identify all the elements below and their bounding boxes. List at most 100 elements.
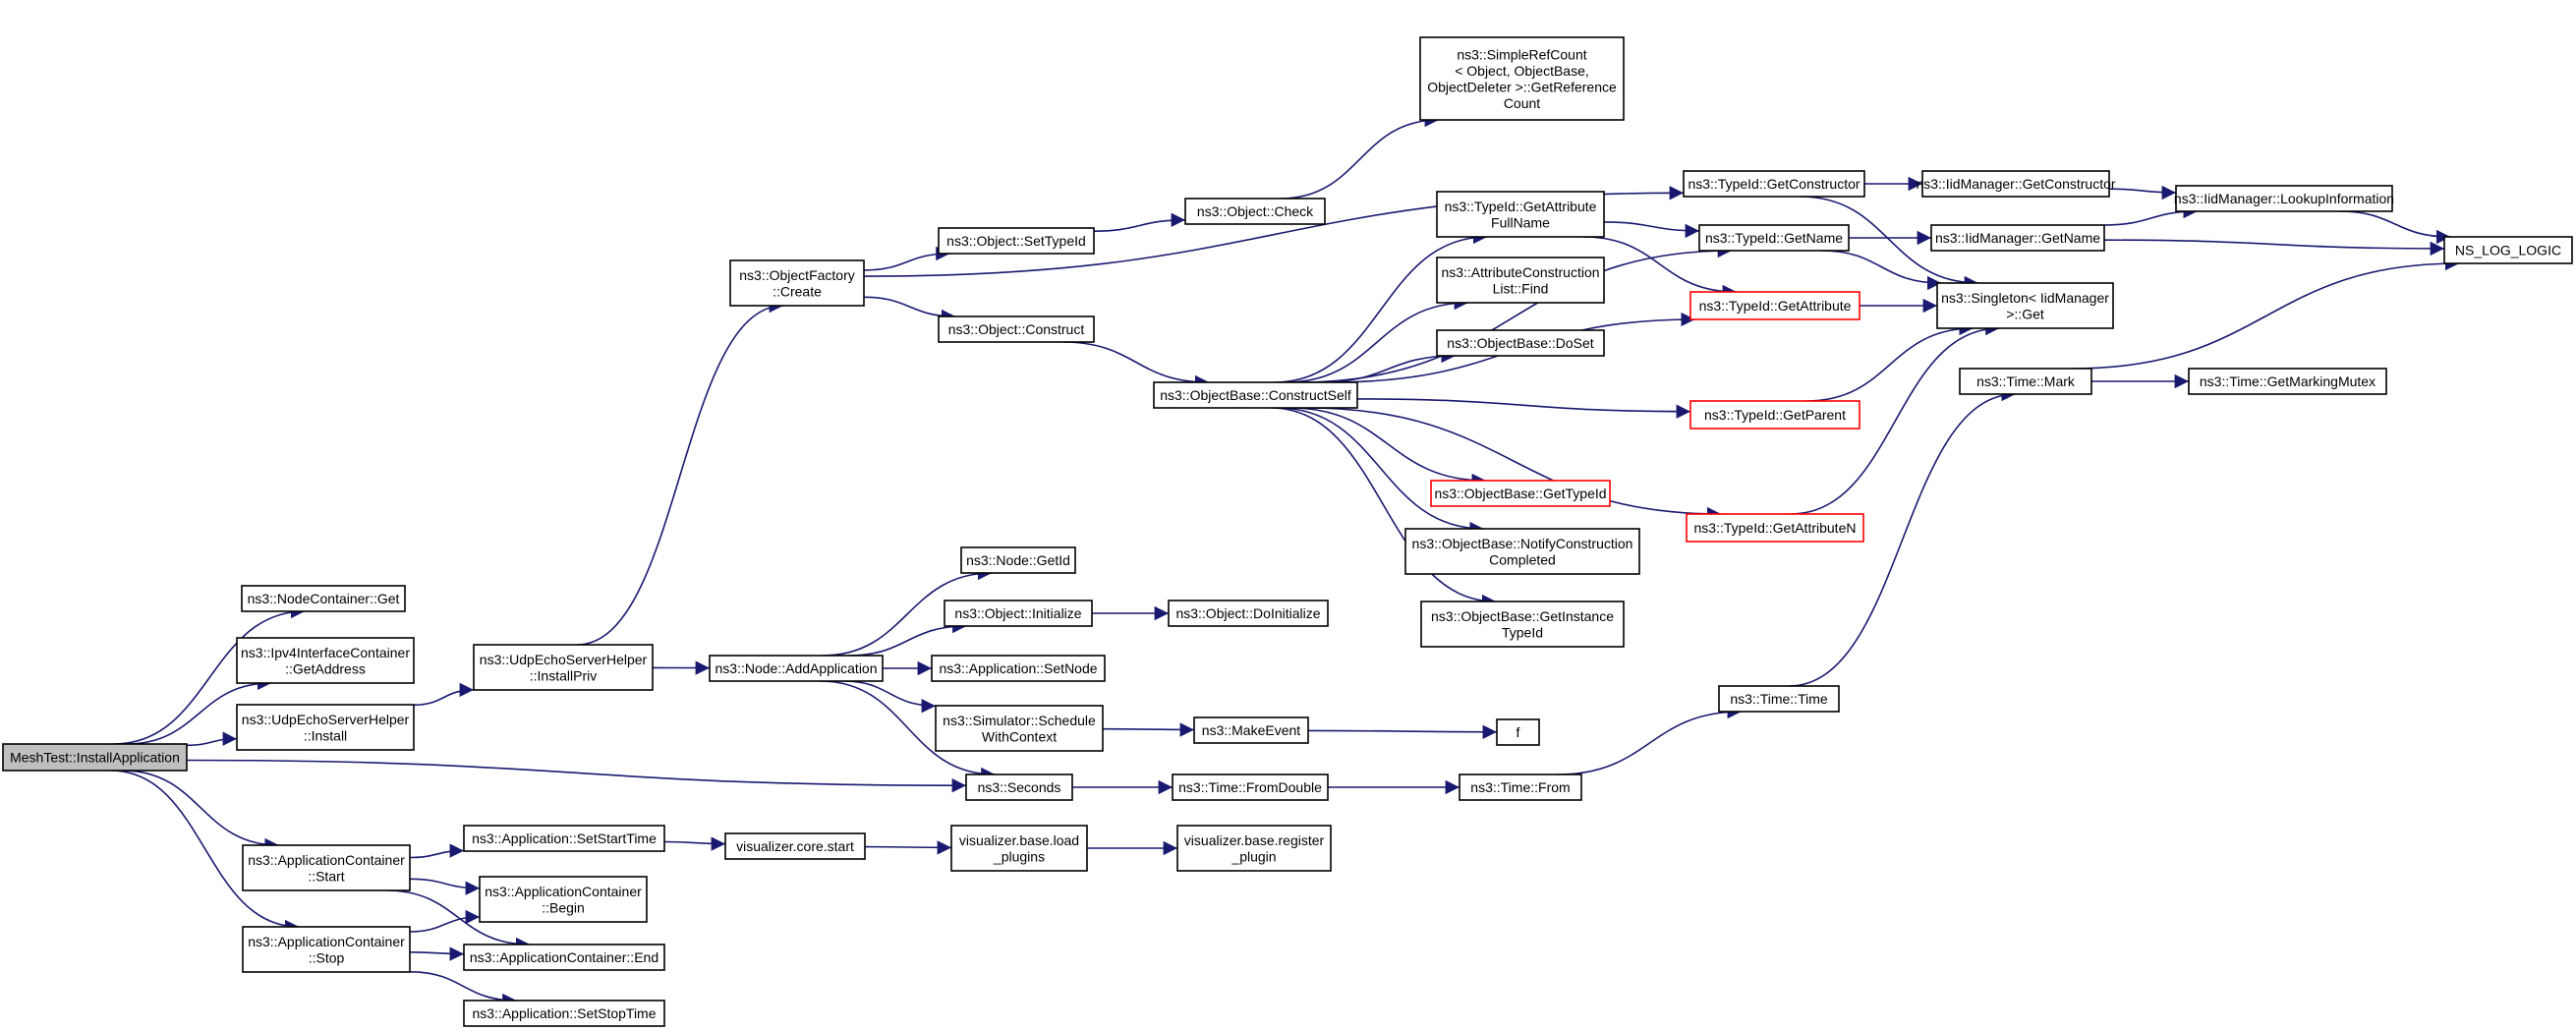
node-label: ns3::ObjectFactory — [739, 267, 855, 283]
node-label: ns3::Object::SetTypeId — [946, 233, 1086, 249]
edge-objectbase_constructself-to-typeid_getparent — [1356, 398, 1691, 419]
node-udpecho-install[interactable]: ns3::UdpEchoServerHelper::Install — [236, 704, 415, 751]
nodes: MeshTest::InstallApplication ns3::NodeCon… — [2, 36, 2573, 1027]
edge-root-to-seconds — [186, 759, 967, 793]
node-iidmanager-getconstructor[interactable]: ns3::IidManager::GetConstructor — [1916, 170, 2116, 198]
node-box — [1930, 224, 2105, 252]
node-label: ns3::MakeEvent — [1202, 722, 1300, 738]
node-iidmanager-getname[interactable]: ns3::IidManager::GetName — [1930, 224, 2105, 252]
node-nodecontainer-get[interactable]: ns3::NodeContainer::Get — [241, 585, 406, 612]
node-box — [1193, 716, 1309, 744]
node-box — [2175, 185, 2393, 212]
node-app-setstoptime[interactable]: ns3::Application::SetStopTime — [463, 1000, 665, 1027]
node-typeid-getattributen[interactable]: ns3::TypeId::GetAttributeN — [1686, 513, 1864, 543]
node-time-from[interactable]: ns3::Time::From — [1459, 773, 1582, 801]
node-appcontainer-stop[interactable]: ns3::ApplicationContainer::Stop — [242, 926, 411, 973]
node-objectbase-doset[interactable]: ns3::ObjectBase::DoSet — [1436, 329, 1605, 357]
node-root[interactable]: MeshTest::InstallApplication — [2, 743, 188, 772]
node-objectbase-notify[interactable]: ns3::ObjectBase::NotifyConstructionCompl… — [1404, 528, 1640, 575]
node-iidmanager-lookup[interactable]: ns3::IidManager::LookupInformation — [2174, 185, 2394, 212]
node-box — [1683, 170, 1865, 198]
node-appcontainer-end[interactable]: ns3::ApplicationContainer::End — [463, 944, 665, 971]
node-box — [1496, 718, 1540, 746]
node-box — [236, 637, 415, 684]
node-node-addapplication[interactable]: ns3::Node::AddApplication — [709, 655, 884, 682]
node-box — [1419, 36, 1625, 121]
node-label: ns3::ApplicationContainer — [248, 852, 405, 868]
node-ns-log-logic[interactable]: NS_LOG_LOGIC — [2443, 236, 2573, 264]
node-ipv4-getaddress[interactable]: ns3::Ipv4InterfaceContainer::GetAddress — [236, 637, 415, 684]
node-object-construct[interactable]: ns3::Object::Construct — [938, 315, 1095, 343]
node-time-getmarkingmutex[interactable]: ns3::Time::GetMarkingMutex — [2188, 368, 2387, 395]
edge-appcontainer_stop-to-appcontainer_begin — [409, 909, 481, 933]
node-box — [965, 773, 1073, 801]
node-box — [931, 655, 1106, 682]
edge-objectbase_constructself-to-objectbase_notify — [1277, 407, 1484, 537]
node-label: ns3::Object::Check — [1197, 203, 1314, 219]
node-label: ns3::TypeId::GetAttribute — [1445, 199, 1597, 214]
node-label: ns3::IidManager::GetName — [1935, 230, 2100, 246]
node-box — [1959, 368, 2092, 395]
node-box — [242, 926, 411, 973]
edge-time_mark-to-ns_log_logic — [2072, 256, 2460, 370]
node-time-time[interactable]: ns3::Time::Time — [1718, 685, 1840, 713]
node-seconds[interactable]: ns3::Seconds — [965, 773, 1073, 801]
node-label: ns3::Application::SetStopTime — [472, 1005, 656, 1021]
node-application-setnode[interactable]: ns3::Application::SetNode — [931, 655, 1106, 682]
node-label: ::Stop — [309, 949, 345, 965]
node-box — [938, 227, 1095, 255]
node-time-fromdouble[interactable]: ns3::Time::FromDouble — [1172, 773, 1329, 801]
node-box — [473, 644, 654, 691]
node-makeevent[interactable]: ns3::MakeEvent — [1193, 716, 1309, 744]
node-singleton-get[interactable]: ns3::Singleton< IidManager>::Get — [1936, 282, 2114, 329]
node-node-getid[interactable]: ns3::Node::GetId — [960, 546, 1076, 574]
node-box — [1153, 381, 1358, 409]
node-label: ns3::Time::FromDouble — [1178, 779, 1322, 795]
node-f[interactable]: f — [1496, 718, 1540, 746]
node-appcontainer-start[interactable]: ns3::ApplicationContainer::Start — [242, 844, 411, 891]
node-box — [960, 546, 1076, 574]
node-box — [479, 876, 648, 923]
node-label: ns3::Node::AddApplication — [716, 660, 878, 676]
node-typeid-getparent[interactable]: ns3::TypeId::GetParent — [1689, 400, 1860, 430]
node-label: ns3::Time::Time — [1730, 691, 1828, 707]
node-object-check[interactable]: ns3::Object::Check — [1184, 198, 1326, 225]
edge-objectbase_constructself-to-typeid_getattributen — [1305, 407, 1722, 522]
node-objectbase-constructself[interactable]: ns3::ObjectBase::ConstructSelf — [1153, 381, 1358, 409]
node-typeid-getattribute[interactable]: ns3::TypeId::GetAttribute — [1689, 291, 1860, 320]
edge-iidmanager_getname-to-ns_log_logic — [2103, 239, 2445, 257]
node-label: ns3::TypeId::GetName — [1705, 230, 1843, 246]
node-box — [463, 825, 665, 852]
node-object-settypeid[interactable]: ns3::Object::SetTypeId — [938, 227, 1095, 255]
node-object-initialize[interactable]: ns3::Object::Initialize — [944, 600, 1093, 627]
node-label: ns3::Simulator::Schedule — [943, 713, 1096, 728]
node-box — [1404, 528, 1640, 575]
edge-typeid_getattributen-to-singleton_get — [1790, 320, 2000, 515]
node-time-mark[interactable]: ns3::Time::Mark — [1959, 368, 2092, 395]
node-viz-base-load[interactable]: visualizer.base.load_plugins — [950, 825, 1088, 872]
node-box — [935, 705, 1104, 752]
node-label: ns3::UdpEchoServerHelper — [480, 652, 648, 667]
node-box — [729, 259, 865, 307]
node-app-setstarttime[interactable]: ns3::Application::SetStartTime — [463, 825, 665, 852]
node-objectbase-gettypeid[interactable]: ns3::ObjectBase::GetTypeId — [1430, 480, 1611, 507]
edge-udpecho_installpriv-to-objfactory_create — [576, 298, 784, 646]
node-label: f — [1517, 724, 1520, 740]
node-typeid-getconstructor[interactable]: ns3::TypeId::GetConstructor — [1683, 170, 1865, 198]
node-viz-core-start[interactable]: visualizer.core.start — [724, 832, 866, 860]
node-simplerefcount[interactable]: ns3::SimpleRefCount< Object, ObjectBase,… — [1419, 36, 1625, 121]
node-label: _plugins — [993, 848, 1045, 864]
node-box — [2188, 368, 2387, 395]
node-object-doinitialize[interactable]: ns3::Object::DoInitialize — [1168, 600, 1329, 627]
node-udpecho-installpriv[interactable]: ns3::UdpEchoServerHelper::InstallPriv — [473, 644, 654, 691]
node-appcontainer-begin[interactable]: ns3::ApplicationContainer::Begin — [479, 876, 648, 923]
node-typeid-getname[interactable]: ns3::TypeId::GetName — [1698, 224, 1850, 252]
node-box — [236, 704, 415, 751]
node-viz-base-register[interactable]: visualizer.base.register_plugin — [1176, 825, 1332, 872]
edge-appcontainer_stop-to-appcontainer_end — [409, 946, 465, 961]
node-objfactory-create[interactable]: ns3::ObjectFactory::Create — [729, 259, 865, 307]
